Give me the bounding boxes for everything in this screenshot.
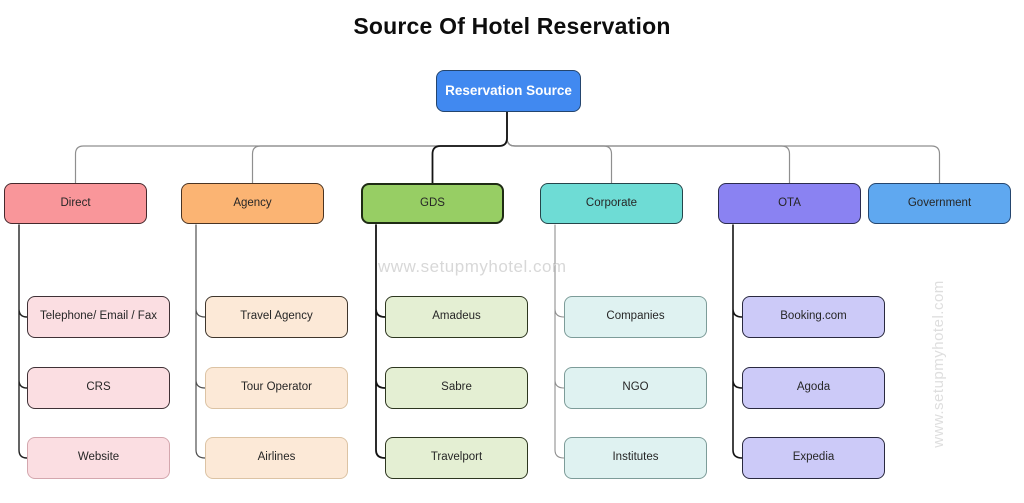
node-gds: GDS (361, 183, 504, 224)
node-travelport: Travelport (385, 437, 528, 479)
node-expedia: Expedia (742, 437, 885, 479)
node-agoda-label: Agoda (796, 381, 831, 394)
node-government: Government (868, 183, 1011, 224)
node-ngo: NGO (564, 367, 707, 409)
node-corporate: Corporate (540, 183, 683, 224)
node-gds-label: GDS (420, 196, 445, 209)
node-tour-operator: Tour Operator (205, 367, 348, 409)
watermark-center: www.setupmyhotel.com (378, 257, 567, 276)
node-companies: Companies (564, 296, 707, 338)
node-agency-label: Agency (233, 196, 272, 209)
node-crs: CRS (27, 367, 170, 409)
node-telephone-email-fax-label: Telephone/ Email / Fax (40, 310, 157, 323)
node-sabre-label: Sabre (441, 381, 472, 394)
edge-root-direct (74, 111, 508, 184)
node-ota-label: OTA (778, 196, 801, 209)
node-ngo-label: NGO (622, 381, 649, 394)
node-airlines: Airlines (205, 437, 348, 479)
node-agoda: Agoda (742, 367, 885, 409)
node-telephone-email-fax: Telephone/ Email / Fax (27, 296, 170, 338)
edge-gds-children (375, 224, 386, 459)
edge-corporate-children (554, 224, 565, 459)
edge-root-government (506, 111, 941, 184)
node-direct: Direct (4, 183, 147, 224)
node-travel-agency: Travel Agency (205, 296, 348, 338)
node-airlines-label: Airlines (257, 451, 296, 464)
node-government-label: Government (907, 196, 972, 209)
watermark-side: www.setupmyhotel.com (930, 280, 947, 448)
edge-root-agency (251, 111, 508, 184)
node-website: Website (27, 437, 170, 479)
node-website-label: Website (77, 451, 120, 464)
edge-root-gds (431, 111, 508, 184)
node-sabre: Sabre (385, 367, 528, 409)
node-reservation-source: Reservation Source (436, 70, 581, 112)
edge-direct-children (18, 224, 28, 459)
node-institutes: Institutes (564, 437, 707, 479)
node-reservation-source-label: Reservation Source (445, 83, 572, 99)
node-companies-label: Companies (606, 310, 665, 323)
node-travelport-label: Travelport (430, 451, 483, 464)
node-tour-operator-label: Tour Operator (241, 381, 312, 394)
edge-ota-children (732, 224, 743, 459)
node-expedia-label: Expedia (792, 451, 835, 464)
node-amadeus-label: Amadeus (432, 310, 481, 323)
node-booking-com-label: Booking.com (780, 310, 847, 323)
diagram-title: Source Of Hotel Reservation (353, 13, 671, 39)
node-corporate-label: Corporate (585, 196, 638, 209)
edge-root-ota (506, 111, 791, 184)
node-travel-agency-label: Travel Agency (240, 310, 313, 323)
edge-root-corporate (506, 111, 613, 184)
node-direct-label: Direct (60, 196, 91, 209)
node-agency: Agency (181, 183, 324, 224)
node-booking-com: Booking.com (742, 296, 885, 338)
edge-agency-children (195, 224, 206, 459)
node-crs-label: CRS (86, 381, 111, 394)
node-institutes-label: Institutes (612, 451, 659, 464)
node-amadeus: Amadeus (385, 296, 528, 338)
node-ota: OTA (718, 183, 861, 224)
